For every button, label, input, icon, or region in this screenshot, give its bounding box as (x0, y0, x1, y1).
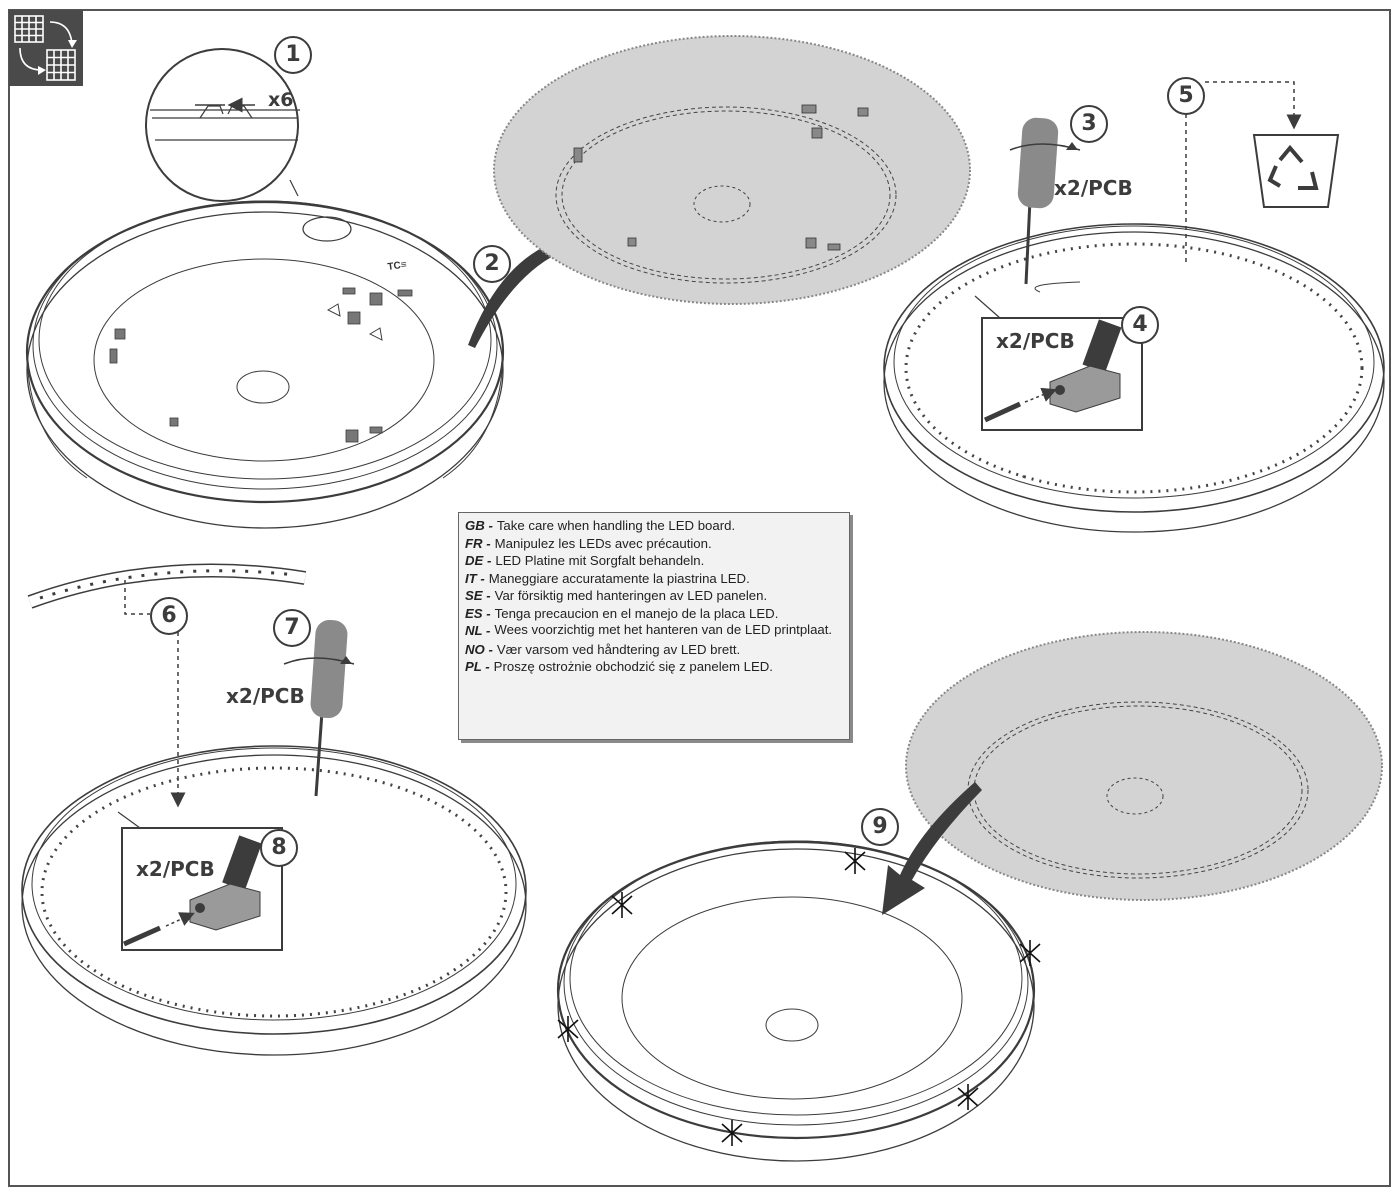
warning-text: Var försiktig med hanteringen av LED pan… (494, 588, 768, 603)
warning-text: Take care when handling the LED board. (496, 518, 736, 533)
led-handling-warning-note: GB -Take care when handling the LED boar… (458, 512, 850, 740)
quantity-label-step1: x6 (268, 89, 294, 111)
step-number-7: 7 (284, 615, 300, 640)
language-code: IT - (465, 570, 485, 586)
detail-magnifier-step1 (145, 48, 300, 202)
led-strip-removed (27, 563, 307, 609)
warning-line: NO -Vær varsom ved håndtering av LED bre… (465, 641, 843, 658)
warning-line: PL -Proszę ostrożnie obchodzić się z pan… (465, 658, 843, 675)
strip-path-step6 (124, 580, 178, 800)
language-code: GB - (465, 518, 493, 533)
language-code: FR - (465, 535, 491, 551)
connector-detail-step8 (117, 811, 283, 951)
warning-text: Manipulez les LEDs avec précaution. (494, 535, 712, 551)
click-marks-step9 (557, 848, 1041, 1146)
warning-text: Proszę ostrożnie obchodzić się z panelem… (493, 659, 773, 674)
warning-line: NL -Wees voorzichtig met het hanteren va… (465, 622, 843, 640)
connector-detail-step4 (974, 295, 1143, 431)
step-number-8: 8 (271, 835, 287, 860)
recycle-bin-icon (1252, 134, 1340, 208)
warning-text: LED Platine mit Sorgfalt behandeln. (495, 553, 705, 568)
language-code: ES - (465, 605, 491, 621)
step-number-4: 4 (1132, 312, 1148, 337)
quantity-label-step3: x2/PCB (1054, 176, 1133, 200)
warning-line: SE -Var försiktig med hanteringen av LED… (465, 587, 843, 604)
page-frame (8, 9, 1391, 1187)
warning-text: Wees voorzichtig met het hanteren van de… (494, 622, 833, 637)
warning-text: Tenga precaucion en el manejo de la plac… (494, 605, 779, 621)
step-number-1: 1 (285, 42, 301, 67)
warning-line: DE -LED Platine mit Sorgfalt behandeln. (465, 552, 843, 569)
screwdriver-step3 (1009, 117, 1081, 285)
fixture-assembled-step9 (556, 840, 1036, 1162)
quantity-label-step7: x2/PCB (226, 684, 305, 708)
quantity-label-step8: x2/PCB (136, 857, 215, 881)
attach-arrow-step9 (882, 782, 982, 915)
warning-text: Maneggiare accuratamente la piastrina LE… (488, 570, 750, 586)
svg-text:TC≡: TC≡ (387, 259, 408, 273)
language-code: NL - (465, 623, 491, 638)
fixture-housing-step3 (883, 223, 1385, 533)
quantity-label-step4: x2/PCB (996, 329, 1075, 353)
step-number-2: 2 (484, 251, 500, 276)
screwdriver-step7 (283, 619, 355, 797)
warning-line: GB -Take care when handling the LED boar… (465, 517, 843, 534)
grid-swap-icon (9, 10, 83, 86)
warning-text: Vær varsom ved håndtering av LED brett. (496, 641, 741, 657)
warning-line: ES -Tenga precaucion en el manejo de la … (465, 605, 843, 622)
step-number-circles (150, 36, 1205, 867)
recycle-path-step5 (1185, 81, 1294, 262)
step-number-9: 9 (872, 814, 888, 839)
warning-line: IT - Maneggiare accuratamente la piastri… (465, 570, 843, 587)
warning-line: FR -Manipulez les LEDs avec précaution. (465, 535, 843, 552)
step-number-5: 5 (1178, 83, 1194, 108)
language-code: SE - (465, 588, 491, 603)
language-code: DE - (465, 553, 492, 568)
fixture-housing-step1: TC≡ (25, 179, 505, 529)
step-number-6: 6 (161, 603, 177, 628)
fixture-housing-step6 (21, 745, 527, 1056)
language-code: NO - (465, 641, 493, 657)
diffuser-cover-bottom (905, 631, 1383, 901)
step-number-3: 3 (1081, 111, 1097, 136)
language-code: PL - (465, 659, 490, 674)
diffuser-cover-top (493, 35, 971, 305)
